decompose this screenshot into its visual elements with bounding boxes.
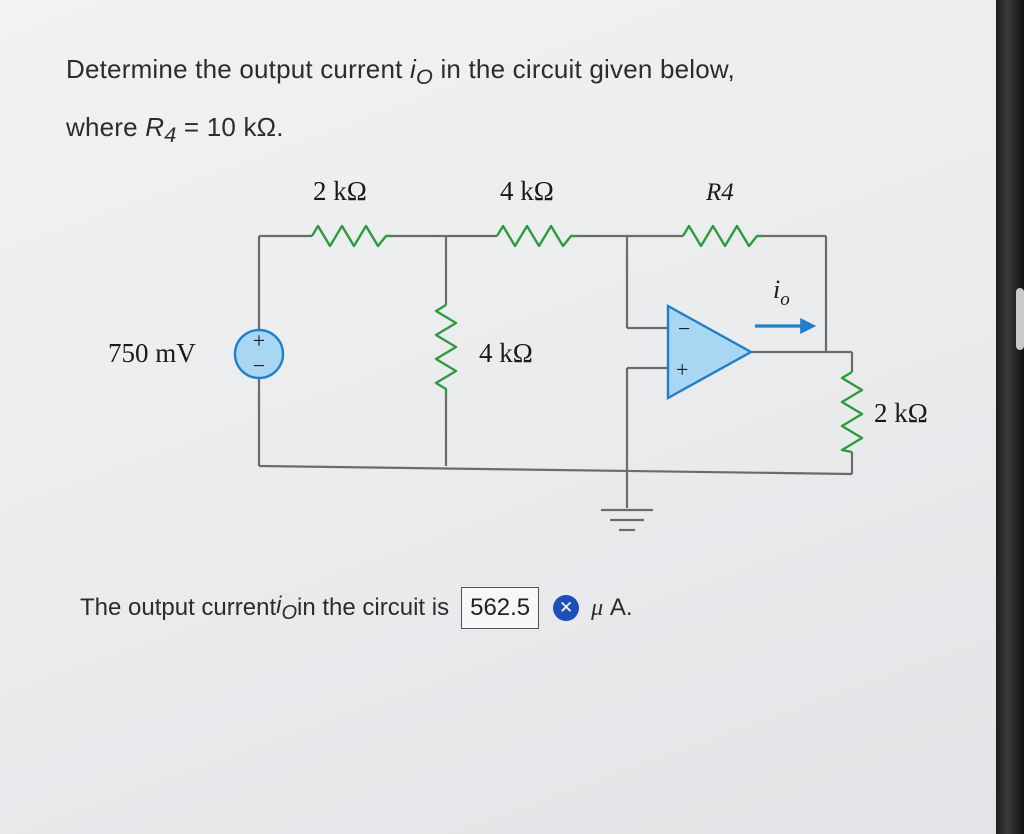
- resistor-4k-vertical: [434, 303, 458, 395]
- answer-unit: μ A.: [591, 594, 633, 621]
- io-variable: iO: [409, 54, 434, 90]
- source-minus-sign: −: [253, 353, 265, 378]
- r4-variable: R4: [145, 112, 177, 148]
- resistor-2k-top: [310, 224, 392, 248]
- question-line-2: where R4 = 10 kΩ.: [66, 112, 284, 148]
- io-label: io: [773, 275, 790, 310]
- resistor-2k-top-label: 2 kΩ: [313, 176, 367, 206]
- circuit-diagram: + − − + 750 mV 2 kΩ 4 kΩ 4 kΩ R4 2 kΩ io: [108, 176, 928, 532]
- resistor-2k-load-label: 2 kΩ: [874, 398, 928, 428]
- resistor-r4: [681, 224, 763, 248]
- question-text: Determine the output current iO in the c…: [66, 44, 966, 160]
- question-line-1: Determine the output current iO in the c…: [66, 54, 735, 90]
- resistor-2k-load: [840, 370, 864, 454]
- ground-symbol: [601, 508, 653, 532]
- scrollbar-thumb[interactable]: [1016, 288, 1024, 350]
- resistor-4k-vertical-label: 4 kΩ: [479, 338, 533, 368]
- resistor-r4-label: R4: [705, 179, 734, 206]
- monitor-bezel: [996, 0, 1024, 834]
- wire-bottom: [258, 464, 853, 476]
- opamp-minus-sign: −: [678, 316, 690, 341]
- incorrect-icon: ✕: [553, 595, 580, 621]
- opamp-plus-sign: +: [676, 357, 688, 382]
- screen: Determine the output current iO in the c…: [0, 0, 996, 834]
- resistors: [310, 224, 864, 454]
- io-variable-answer: iO: [276, 591, 298, 624]
- answer-row: The output current iO in the circuit is …: [80, 584, 633, 632]
- source-plus-sign: +: [253, 328, 265, 353]
- resistor-4k-top-label: 4 kΩ: [500, 176, 554, 206]
- wires: [257, 234, 854, 508]
- voltage-source: + −: [233, 328, 285, 380]
- op-amp: − +: [666, 303, 754, 401]
- source-voltage-label: 750 mV: [108, 338, 196, 368]
- resistor-4k-top: [495, 224, 577, 248]
- answer-input[interactable]: 562.5: [461, 587, 540, 629]
